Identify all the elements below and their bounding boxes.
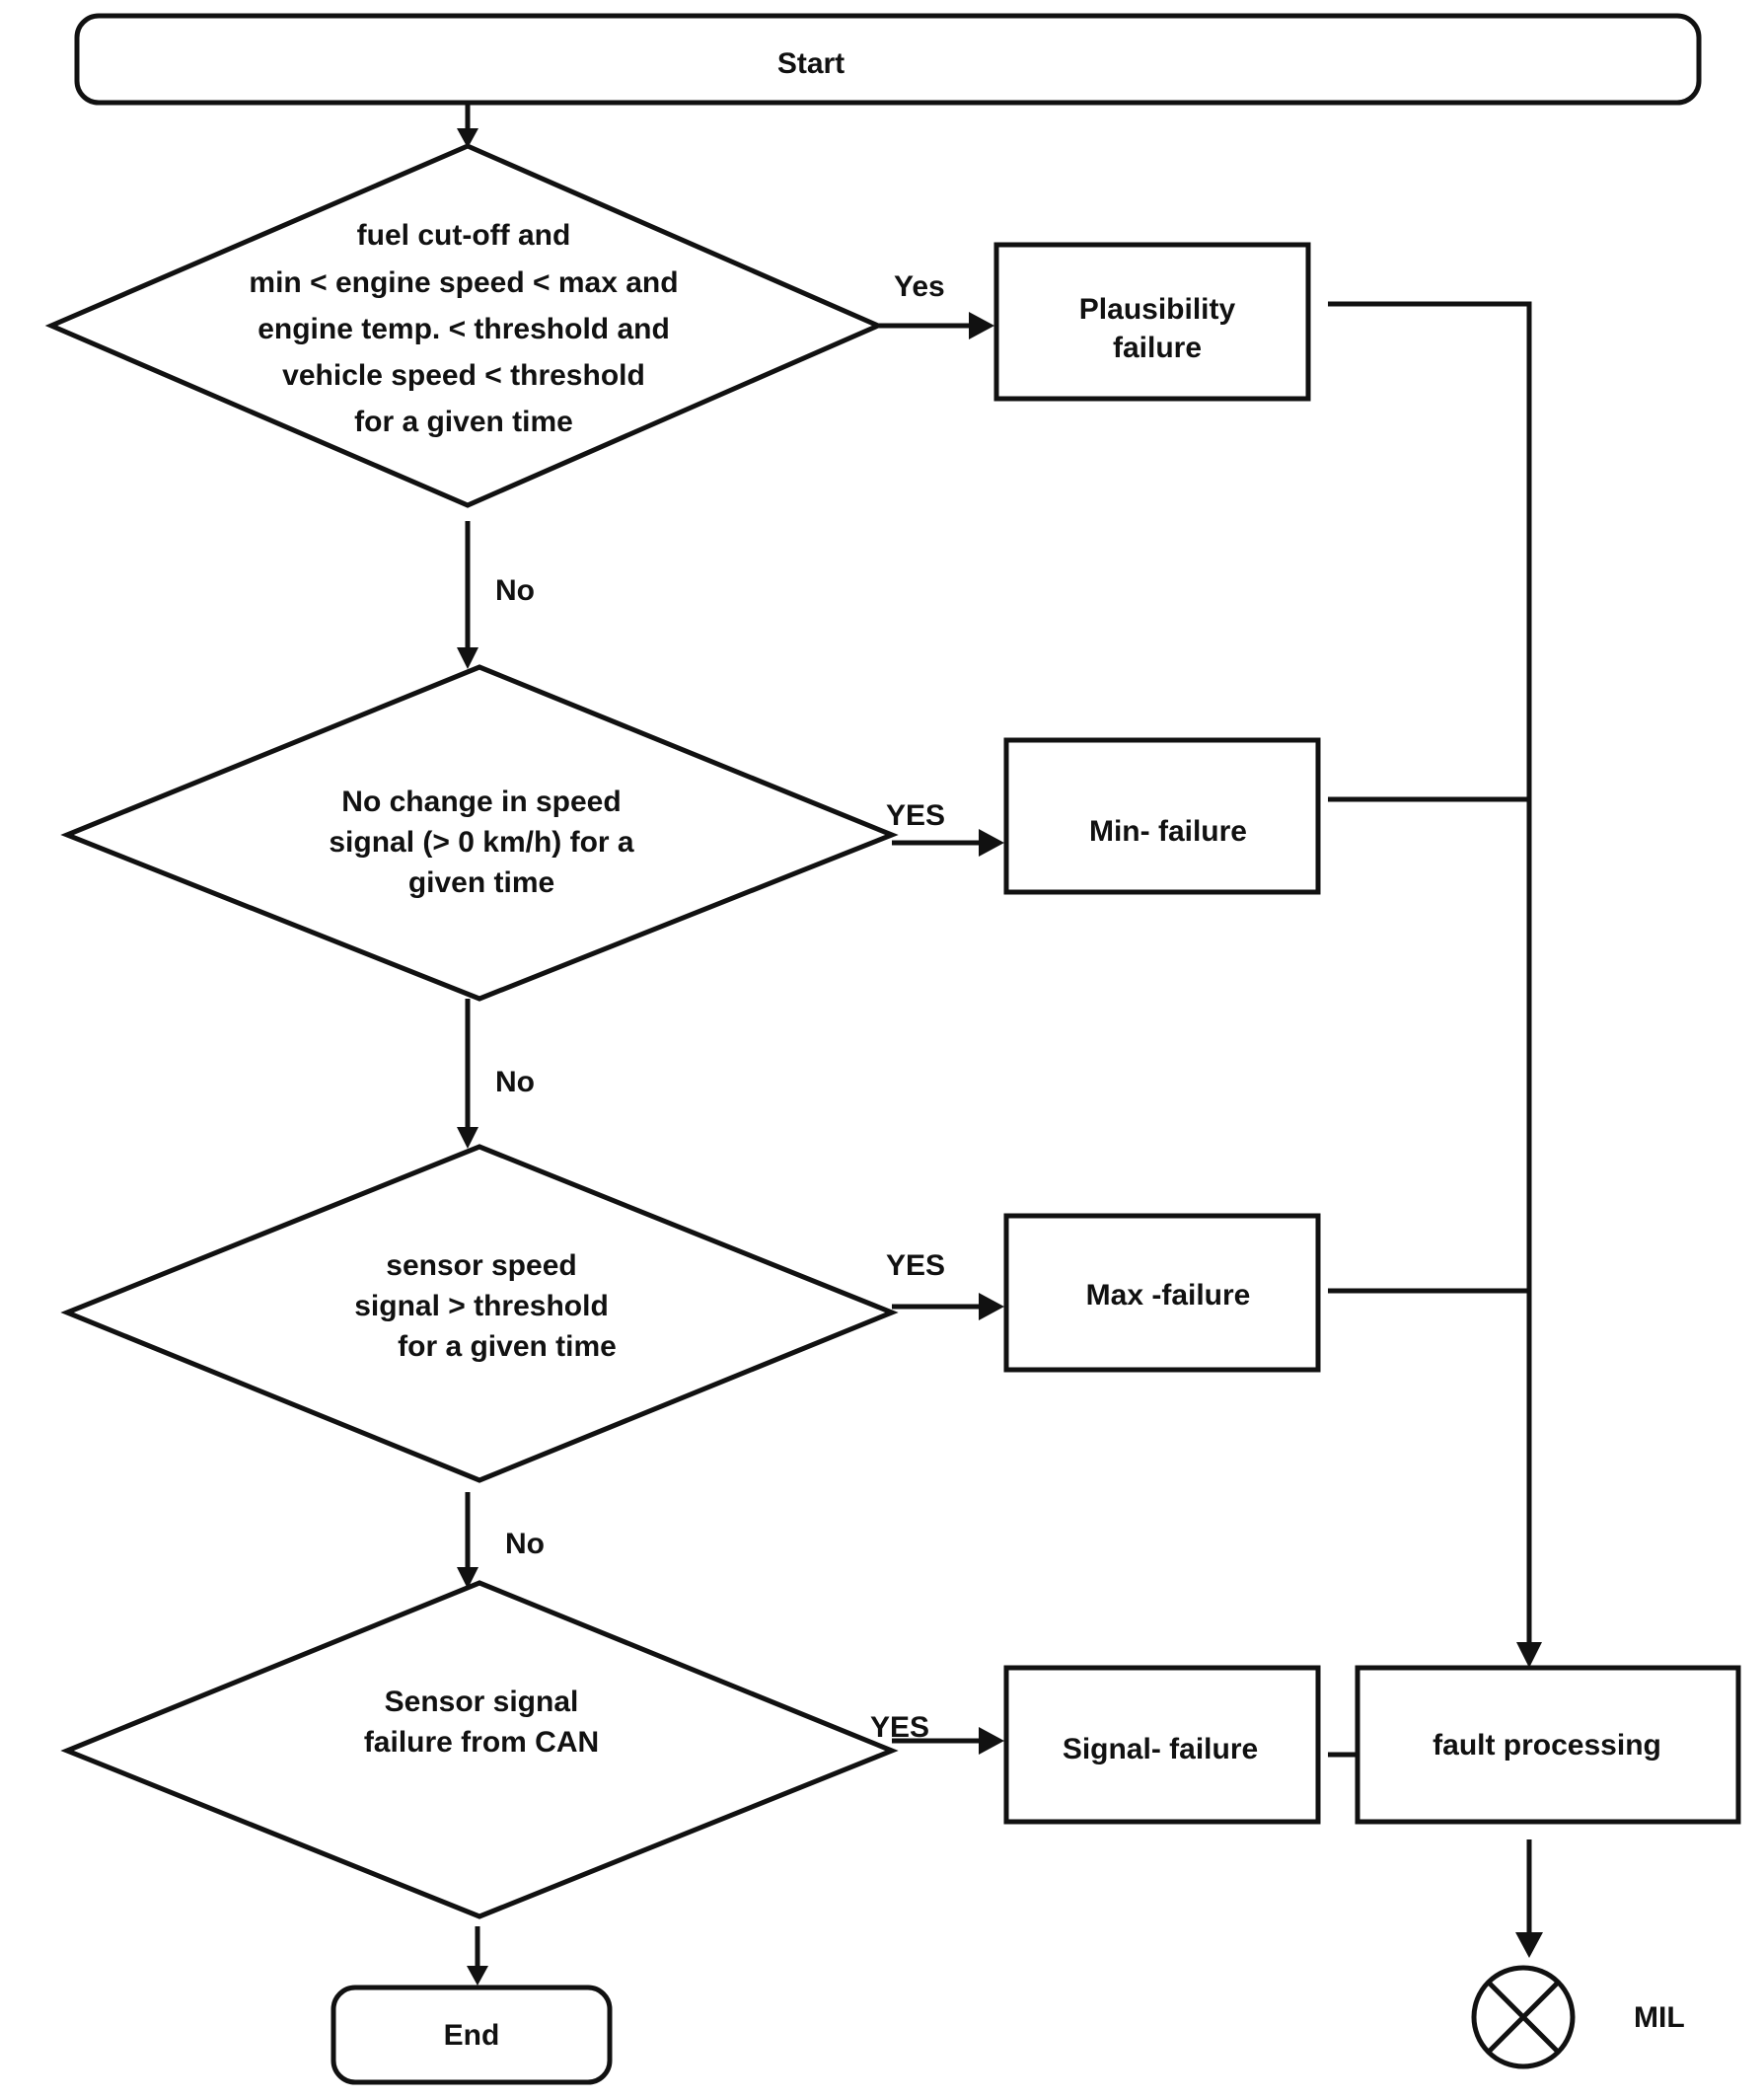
edge-label-no-1: No	[495, 574, 535, 607]
fault-processing-box: fault processing	[1355, 1665, 1741, 1825]
decision-can-signal-failure: Sensor signal failure from CAN	[60, 1580, 899, 1919]
decision-1-line-4: vehicle speed < threshold	[282, 359, 645, 392]
decision-2-line-1: No change in speed	[341, 786, 621, 818]
fault-processing-label: fault processing	[1433, 1729, 1661, 1762]
failure-box-min: Min- failure	[1003, 737, 1321, 895]
mil-lamp-icon: MIL	[1471, 1965, 1685, 2069]
edge-label-yes-2: YES	[886, 799, 945, 832]
signal-failure-label: Signal- failure	[1063, 1733, 1258, 1765]
edge-label-yes-1: Yes	[894, 270, 945, 303]
edge-label-yes-4: YES	[870, 1711, 929, 1744]
connectors	[457, 103, 1543, 1986]
edge-label-no-2: No	[495, 1066, 535, 1098]
end-label: End	[444, 2019, 500, 2052]
decision-4-line-2: failure from CAN	[364, 1726, 599, 1759]
end-terminator: End	[331, 1985, 613, 2085]
failure-box-plausibility: Plausibility failure	[993, 242, 1311, 402]
decision-1-line-1: fuel cut-off and	[357, 219, 571, 252]
decision-3-line-1: sensor speed	[386, 1249, 576, 1282]
edge-label-no-3: No	[505, 1528, 545, 1560]
decision-2-line-2: signal (> 0 km/h) for a	[329, 826, 634, 859]
decision-1-line-2: min < engine speed < max and	[249, 266, 678, 299]
decision-1-line-3: engine temp. < threshold and	[257, 313, 670, 345]
decision-fuel-cutoff: fuel cut-off and min < engine speed < ma…	[44, 143, 885, 508]
plausibility-failure-line-1: Plausibility	[1079, 293, 1236, 326]
decision-1-line-5: for a given time	[354, 406, 573, 438]
decision-2-line-3: given time	[408, 866, 554, 899]
mil-label: MIL	[1634, 2001, 1685, 2034]
decision-sensor-speed-threshold: sensor speed signal > threshold for a gi…	[60, 1144, 899, 1483]
start-label: Start	[777, 47, 845, 80]
decision-3-line-2: signal > threshold	[354, 1290, 609, 1322]
failure-box-max: Max -failure	[1003, 1213, 1321, 1373]
decision-3-line-3: for a given time	[398, 1330, 617, 1363]
max-failure-label: Max -failure	[1086, 1279, 1251, 1312]
edge-labels: Yes YES YES YES No No No	[495, 270, 945, 1744]
plausibility-failure-line-2: failure	[1113, 332, 1202, 364]
start-terminator: Start	[74, 13, 1702, 106]
edge-label-yes-3: YES	[886, 1249, 945, 1282]
min-failure-label: Min- failure	[1089, 815, 1247, 848]
failure-box-signal: Signal- failure	[1003, 1665, 1321, 1825]
decision-4-line-1: Sensor signal	[385, 1686, 579, 1718]
decision-no-speed-change: No change in speed signal (> 0 km/h) for…	[60, 664, 899, 1002]
